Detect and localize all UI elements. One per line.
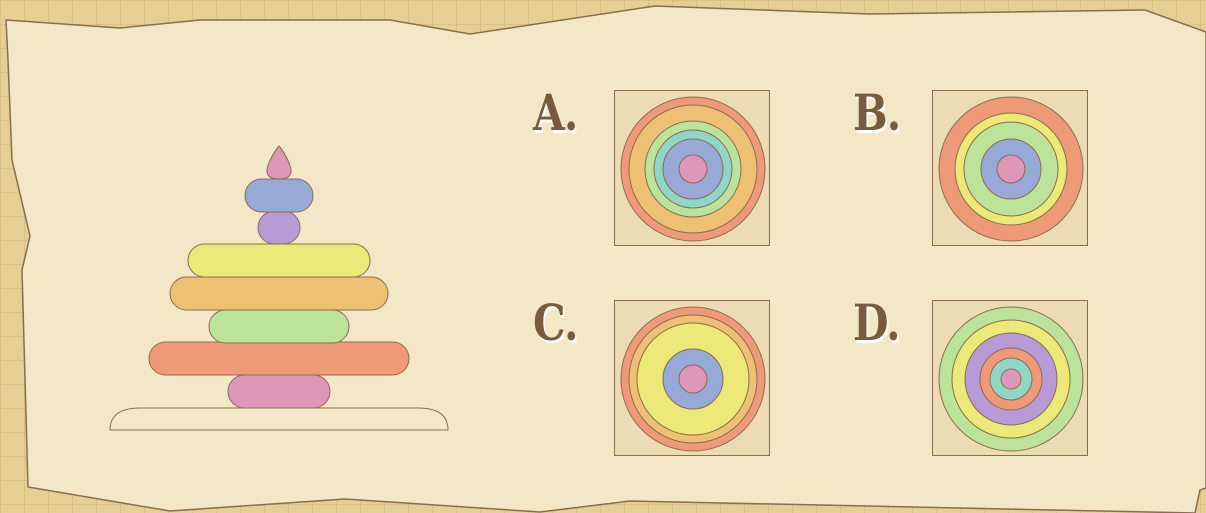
option-d-label: D. (853, 298, 900, 348)
stack-ring-pink (228, 375, 330, 408)
stack-ring-purple (258, 211, 300, 244)
ring-pink (997, 155, 1025, 183)
option-d-rings (933, 301, 1087, 455)
option-c-label: C. (533, 298, 578, 348)
stack-ring-green (209, 310, 349, 343)
option-a-rings (615, 91, 769, 245)
option-c-image[interactable] (614, 300, 770, 456)
ring-pink (679, 365, 707, 393)
stack-ring-blue (245, 179, 313, 212)
option-b-label: B. (853, 88, 900, 138)
option-a-label: A. (533, 88, 577, 138)
stack-base (110, 408, 448, 430)
option-d-image[interactable] (932, 300, 1088, 456)
stack-ring-yellow (188, 244, 370, 277)
option-a-image[interactable] (614, 90, 770, 246)
option-b-rings (933, 91, 1087, 245)
ring-pink (1001, 369, 1021, 389)
option-b-image[interactable] (932, 90, 1088, 246)
ring-pink (679, 155, 707, 183)
stack-ring-salmon (149, 342, 409, 375)
option-c-rings (615, 301, 769, 455)
stack-ring-orange (170, 277, 388, 310)
